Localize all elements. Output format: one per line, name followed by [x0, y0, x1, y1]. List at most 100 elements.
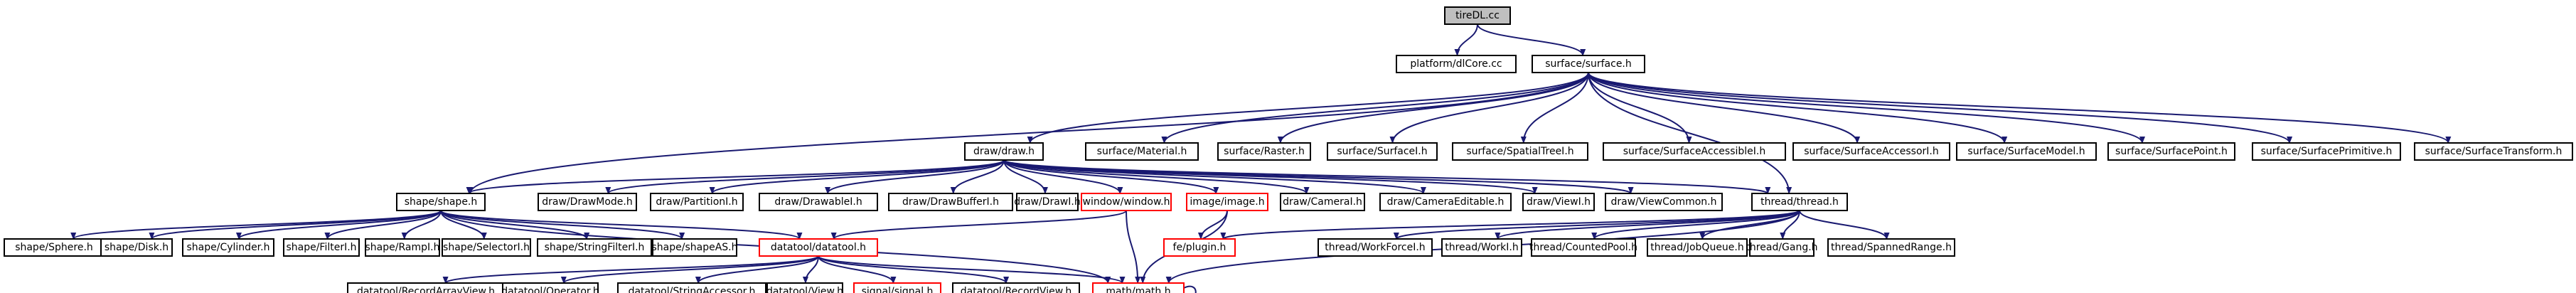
- edge-image-to-plugin: [1197, 210, 1228, 240]
- edge-draw-to-cameraedit: [1003, 159, 1426, 194]
- node-selectori[interactable]: shape/SelectorI.h: [442, 238, 531, 257]
- node-drawmode[interactable]: draw/DrawMode.h: [538, 193, 637, 211]
- edge-datatool-to-recordarray: [442, 255, 819, 284]
- node-primitive[interactable]: surface/SurfacePrimitive.h: [2252, 142, 2401, 161]
- node-view[interactable]: datatool/View.h: [766, 282, 843, 293]
- node-drawi[interactable]: draw/DrawI.h: [1014, 193, 1081, 211]
- node-box: [1081, 193, 1172, 211]
- node-label: shape/Sphere.h: [15, 242, 93, 253]
- edge-thread-to-gang: [1780, 210, 1800, 240]
- node-rampi[interactable]: shape/RampI.h: [365, 238, 440, 257]
- node-filteri[interactable]: shape/FilterI.h: [283, 238, 360, 257]
- node-label: shape/shape.h: [405, 196, 478, 208]
- edge-thread-to-worki: [1495, 210, 1800, 240]
- node-jobqueue[interactable]: thread/JobQueue.h: [1647, 238, 1748, 257]
- node-label: surface/SurfaceAccessibleI.h: [1623, 146, 1765, 157]
- node-disk[interactable]: shape/Disk.h: [100, 238, 173, 257]
- node-transform[interactable]: surface/SurfaceTransform.h: [2414, 142, 2573, 161]
- node-label: datatool/RecordArrayView.h: [357, 286, 495, 293]
- node-label: datatool/StringAccessor.h: [629, 286, 756, 293]
- edge-surface-to-accessori: [1588, 72, 1861, 144]
- node-camerai[interactable]: draw/CameraI.h: [1280, 193, 1365, 211]
- node-box: [650, 193, 744, 211]
- node-box: [853, 282, 941, 293]
- node-dlcore[interactable]: platform/dlCore.cc: [1396, 55, 1517, 73]
- edge-shape-to-cylinder: [236, 210, 442, 240]
- node-box: [1827, 238, 1955, 257]
- edge-draw-to-drawi: [1003, 159, 1048, 194]
- node-point[interactable]: surface/SurfacePoint.h: [2107, 142, 2235, 161]
- node-workforce[interactable]: thread/WorkForceI.h: [1318, 238, 1433, 257]
- node-spatialtree[interactable]: surface/SpatialTreeI.h: [1452, 142, 1588, 161]
- edge-surface-to-surfacei: [1389, 72, 1589, 144]
- node-material[interactable]: surface/Material.h: [1085, 142, 1199, 161]
- node-label: draw/ViewI.h: [1527, 196, 1591, 208]
- node-partition[interactable]: draw/PartitionI.h: [650, 193, 744, 211]
- node-box: [1280, 193, 1365, 211]
- node-label: datatool/datatool.h: [771, 242, 866, 253]
- node-stringfilter[interactable]: shape/StringFilterI.h: [537, 238, 652, 257]
- node-signal[interactable]: signal/signal.h: [853, 282, 941, 293]
- edge-shape-to-rampi: [401, 210, 442, 240]
- node-plugin[interactable]: fe/plugin.h: [1163, 238, 1236, 257]
- node-accessori[interactable]: surface/SurfaceAccessorI.h: [1792, 142, 1950, 161]
- node-gang[interactable]: thread/Gang.h: [1746, 238, 1818, 257]
- edge-surface-to-shape: [467, 72, 1589, 194]
- edge-thread-to-workforce: [1394, 210, 1800, 240]
- edge-surface-to-point: [1588, 72, 2145, 144]
- node-drawable[interactable]: draw/DrawableI.h: [759, 193, 878, 211]
- node-drawbuffer[interactable]: draw/DrawBufferI.h: [888, 193, 1013, 211]
- node-worki[interactable]: thread/WorkI.h: [1441, 238, 1522, 257]
- node-sphere[interactable]: shape/Sphere.h: [4, 238, 105, 257]
- node-countedpool[interactable]: thread/CountedPool.h: [1529, 238, 1637, 257]
- node-box: [1085, 142, 1199, 161]
- node-window[interactable]: window/window.h: [1081, 193, 1172, 211]
- node-box: [888, 193, 1013, 211]
- node-operator[interactable]: datatool/Operator.h: [501, 282, 599, 293]
- node-box: [502, 282, 599, 293]
- node-box: [1792, 142, 1950, 161]
- node-cylinder[interactable]: shape/Cylinder.h: [182, 238, 274, 257]
- node-shapeas[interactable]: shape/shapeAS.h: [652, 238, 738, 257]
- node-box: [1092, 282, 1185, 293]
- node-recordarray[interactable]: datatool/RecordArrayView.h: [347, 282, 505, 293]
- edge-draw-to-drawmode: [605, 159, 1005, 194]
- node-draw[interactable]: draw/draw.h: [964, 142, 1044, 161]
- node-surface[interactable]: surface/surface.h: [1532, 55, 1645, 73]
- node-viewi[interactable]: draw/ViewI.h: [1522, 193, 1595, 211]
- edge-surface-to-model: [1588, 72, 2008, 144]
- node-label: datatool/RecordView.h: [961, 286, 1071, 293]
- edge-surface-to-spatialtree: [1520, 72, 1589, 144]
- node-label: shape/FilterI.h: [286, 242, 356, 253]
- node-cameraedit[interactable]: draw/CameraEditable.h: [1379, 193, 1512, 211]
- node-label: draw/CameraI.h: [1283, 196, 1362, 208]
- edge-datatool-to-math: [818, 255, 1126, 284]
- node-image[interactable]: image/image.h: [1186, 193, 1268, 211]
- edge-surface-to-raster: [1277, 72, 1589, 144]
- node-label: draw/DrawBufferI.h: [902, 196, 999, 208]
- node-accessiblei[interactable]: surface/SurfaceAccessibleI.h: [1603, 142, 1786, 161]
- node-thread[interactable]: thread/thread.h: [1751, 193, 1848, 211]
- node-model[interactable]: surface/SurfaceModel.h: [1956, 142, 2097, 161]
- edge-draw-to-shape: [466, 159, 1005, 194]
- node-recordview[interactable]: datatool/RecordView.h: [952, 282, 1080, 293]
- node-box: [652, 238, 737, 257]
- node-shape[interactable]: shape/shape.h: [396, 193, 486, 211]
- edge-draw-to-drawbuffer: [950, 159, 1005, 194]
- node-spannedrange[interactable]: thread/SpannedRange.h: [1827, 238, 1955, 257]
- node-raster[interactable]: surface/Raster.h: [1217, 142, 1311, 161]
- node-datatool[interactable]: datatool/datatool.h: [759, 238, 878, 257]
- node-viewcommon[interactable]: draw/ViewCommon.h: [1605, 193, 1723, 211]
- node-box: [537, 238, 652, 257]
- node-label: surface/SurfaceTransform.h: [2425, 146, 2562, 157]
- edge-draw-to-window: [1003, 159, 1123, 194]
- edge-draw-to-camerai: [1003, 159, 1310, 194]
- node-math[interactable]: math/math.h: [1092, 282, 1185, 293]
- node-stringaccessor[interactable]: datatool/StringAccessor.h: [617, 282, 766, 293]
- node-box: [1441, 238, 1522, 257]
- node-box: [1532, 55, 1645, 73]
- node-label: shape/StringFilterI.h: [545, 242, 645, 253]
- node-surfacei[interactable]: surface/SurfaceI.h: [1327, 142, 1438, 161]
- node-box: [617, 282, 766, 293]
- node-label: surface/SurfaceI.h: [1337, 146, 1427, 157]
